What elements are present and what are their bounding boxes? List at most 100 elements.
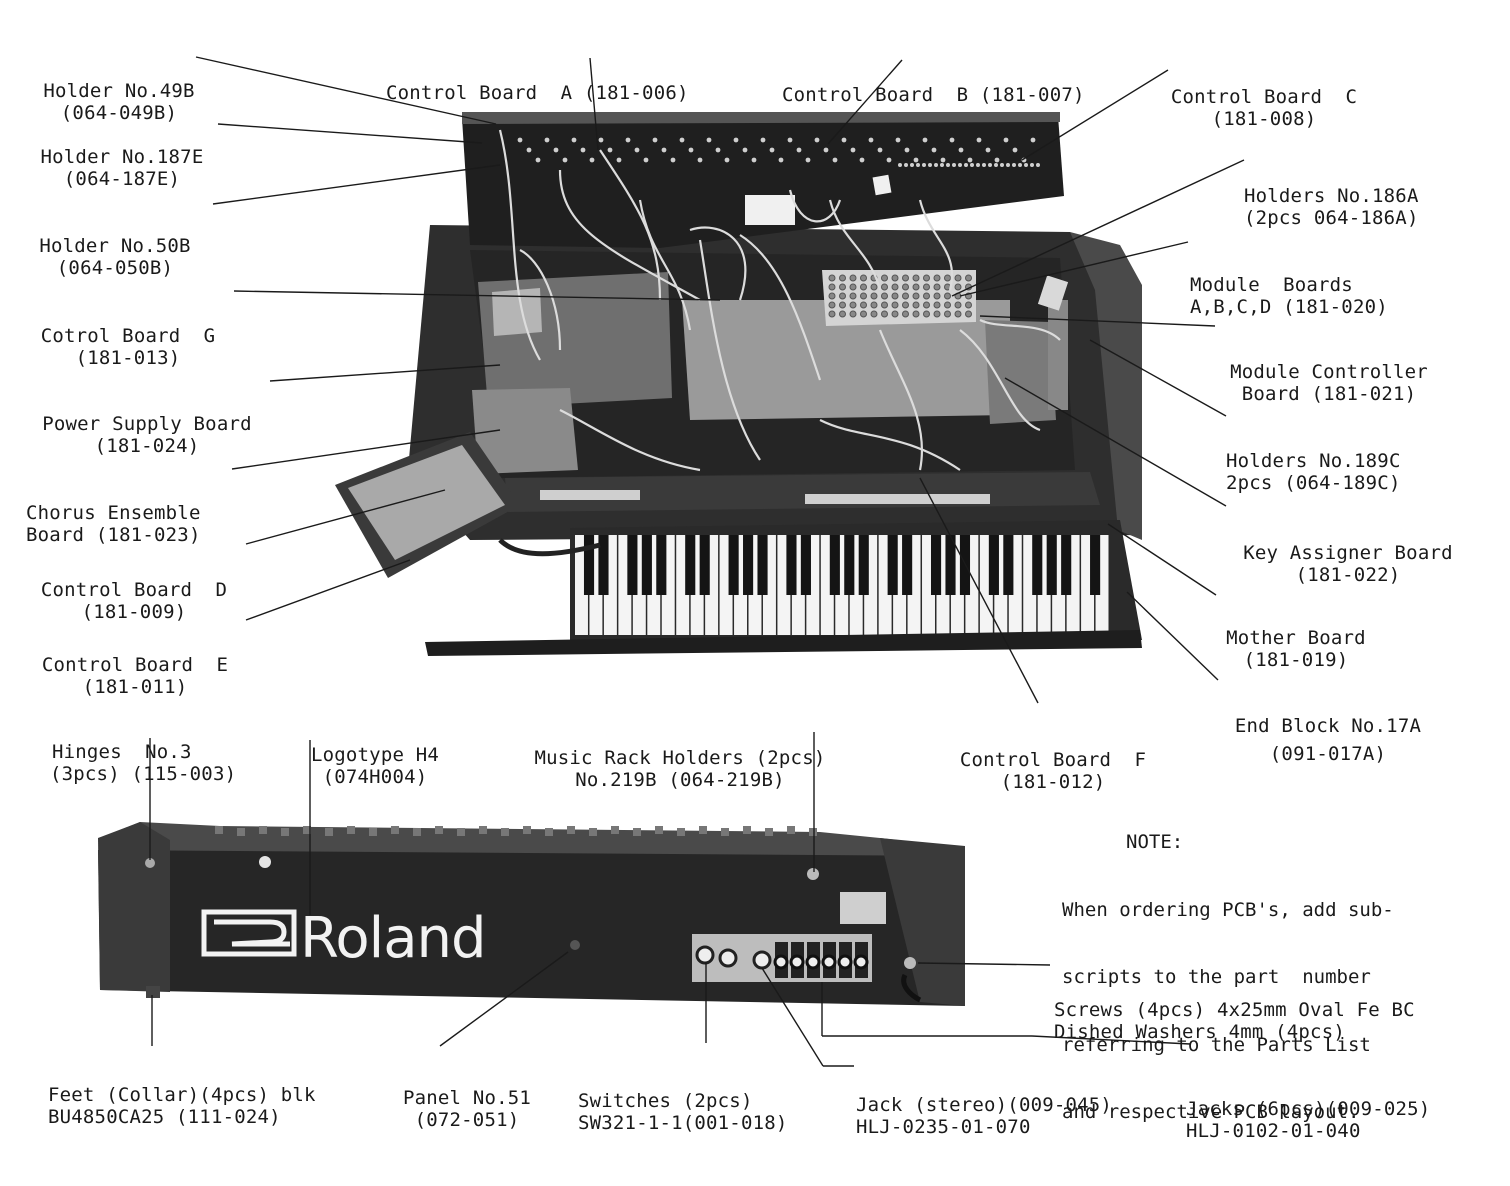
top-knob: [237, 828, 245, 836]
module-component: [944, 274, 951, 282]
black-key: [728, 535, 739, 595]
module-component: [923, 301, 930, 309]
panel-knob: [625, 137, 631, 143]
panel-knob: [679, 137, 685, 143]
module-component: [839, 283, 846, 291]
label-control-board-f: Control Board F(181-012): [959, 749, 1147, 793]
label-hinges: Hinges No.3(3pcs) (115-003): [50, 741, 237, 785]
panel-controls: [517, 137, 1040, 167]
module-component: [828, 274, 836, 282]
module-component: [860, 301, 867, 309]
keyboard-keys: [575, 535, 1109, 635]
right-end-cheek: [1070, 232, 1142, 540]
leader-line: [233, 290, 721, 301]
panel-knob: [940, 157, 946, 163]
module-component: [902, 301, 909, 309]
module-component: [870, 301, 878, 309]
key-rail-strip-2: [805, 494, 990, 504]
top-knob: [391, 826, 399, 834]
panel-knob: [1018, 163, 1022, 167]
module-component: [902, 274, 909, 282]
black-key: [656, 535, 667, 595]
base-bar: [425, 630, 1142, 656]
foam-pad: [1037, 275, 1069, 311]
module-component: [860, 292, 867, 300]
black-key: [887, 535, 898, 595]
panel-knob: [994, 157, 1000, 163]
board-d: [348, 445, 505, 560]
panel-knob: [913, 157, 919, 163]
top-knob: [369, 828, 377, 836]
panel-knob: [598, 137, 604, 143]
panel-knob: [607, 147, 613, 153]
black-key: [858, 535, 869, 595]
panel-knob: [517, 137, 523, 143]
panel-knob: [916, 163, 920, 167]
leader-line: [1107, 523, 1217, 596]
module-component: [902, 292, 909, 300]
module-component: [881, 283, 888, 291]
black-key: [1032, 535, 1043, 595]
label-control-board-a: Control Board A (181-006): [386, 82, 689, 104]
leader-line: [1004, 377, 1227, 507]
panel-knob: [760, 137, 766, 143]
logo-text: Roland: [300, 906, 486, 971]
label-control-board-b: Control Board B (181-007): [782, 84, 1085, 106]
label-holders-186a: Holders No.186A(2pcs 064-186A): [1244, 185, 1419, 229]
label-holder-50b: Holder No.50B(064-050B): [39, 235, 191, 279]
module-component: [933, 301, 941, 309]
parts-diagram: Roland Holder No.49B(064-049B) Holder No…: [26, 56, 1453, 1142]
module-component: [891, 310, 899, 318]
panel-knob: [832, 157, 838, 163]
leader-line: [212, 164, 501, 205]
module-component: [828, 310, 836, 318]
top-knob: [787, 826, 795, 834]
panel-knob: [787, 137, 793, 143]
wiring: [498, 129, 1061, 472]
panel-knob: [931, 147, 937, 153]
black-key: [757, 535, 768, 595]
black-key: [844, 535, 855, 595]
top-knob: [699, 826, 707, 834]
panel-knob: [706, 137, 712, 143]
rating-plate: [840, 892, 886, 924]
panel-knob: [964, 163, 968, 167]
label-control-board-g: Cotrol Board G(181-013): [40, 325, 216, 369]
rear-left-cheek: [98, 822, 170, 992]
panel-knob: [994, 163, 998, 167]
top-knob: [523, 826, 531, 834]
panel-knob: [904, 163, 908, 167]
leader-line: [589, 57, 599, 151]
black-key: [685, 535, 696, 595]
module-component: [933, 274, 941, 282]
panel-knob: [562, 157, 568, 163]
panel-knob: [688, 147, 694, 153]
panel-top-rim: [462, 112, 1060, 124]
panel-knob: [796, 147, 802, 153]
module-component: [891, 283, 899, 291]
panel-knob: [805, 157, 811, 163]
black-key: [988, 535, 999, 595]
screw-hole: [145, 858, 155, 868]
panel-knob: [724, 157, 730, 163]
black-key: [945, 535, 956, 595]
top-knob: [589, 828, 597, 836]
top-knob: [479, 826, 487, 834]
module-component: [912, 292, 920, 300]
panel-knob: [814, 137, 820, 143]
module-component: [849, 283, 857, 291]
leader-line: [269, 364, 501, 382]
panel-knob: [634, 147, 640, 153]
leader-line: [959, 241, 1189, 297]
top-knob: [809, 828, 817, 836]
module-component: [944, 310, 951, 318]
top-knob: [677, 828, 685, 836]
black-key: [829, 535, 840, 595]
panel-knob: [958, 163, 962, 167]
panel-knob: [976, 137, 982, 143]
panel-knob: [1030, 163, 1034, 167]
screw-hole: [807, 868, 819, 880]
module-component: [902, 283, 909, 291]
